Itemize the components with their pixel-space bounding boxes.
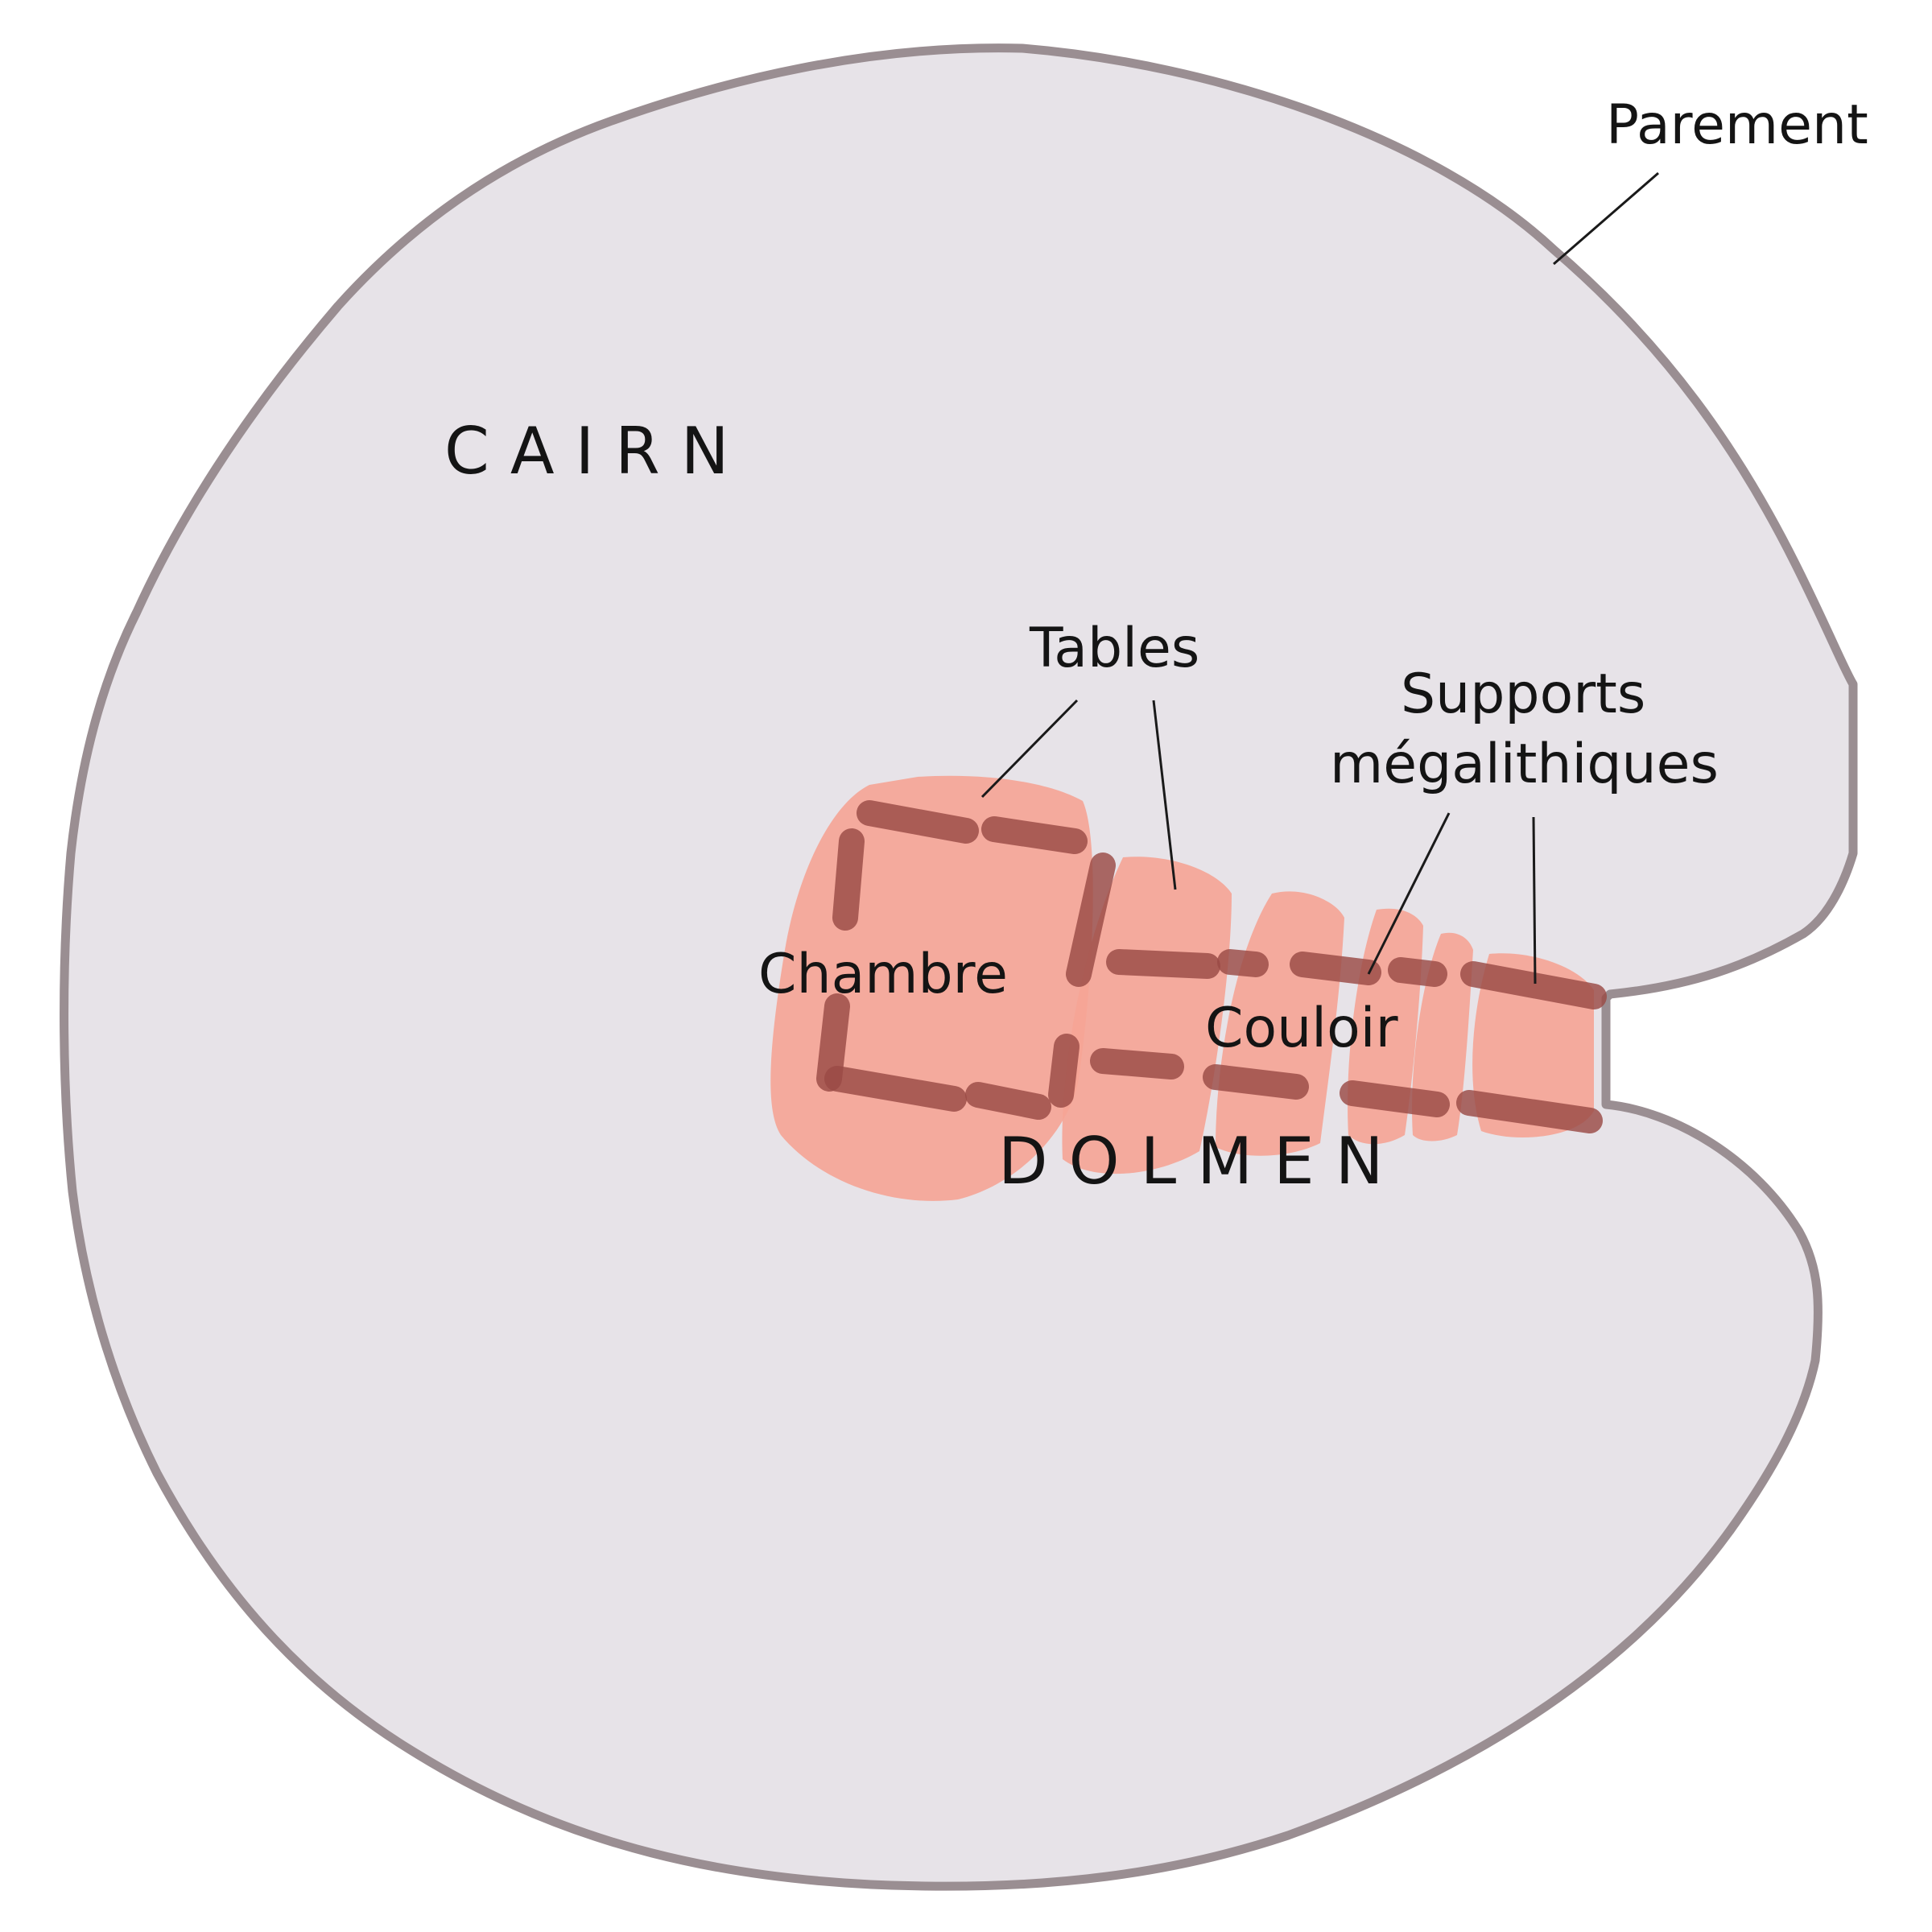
support-stone (1203, 1064, 1309, 1100)
support-stone (1460, 961, 1607, 1009)
support-stone (1340, 1080, 1450, 1117)
support-stone (832, 828, 865, 931)
supports-label-line2: mégalithiques (1330, 733, 1719, 796)
support-stone (1388, 957, 1447, 987)
support-stone (1048, 1034, 1080, 1108)
support-stone (1090, 1048, 1184, 1080)
support-stone (1106, 949, 1220, 979)
corridor-slab-1 (1062, 857, 1232, 1174)
leader-supports-2 (1532, 816, 1537, 985)
leader-tables-1 (980, 699, 1079, 799)
tables-label: Tables (1029, 617, 1199, 680)
cairn-label: CAIRN (444, 414, 750, 489)
parement-label: Parement (1606, 93, 1868, 157)
chambre-label: Chambre (758, 943, 1008, 1006)
support-stone (857, 800, 979, 844)
supports-label-line1: Supports (1401, 663, 1645, 726)
support-stone (1290, 952, 1381, 985)
leader-parement (1553, 171, 1659, 266)
support-stone (1066, 852, 1116, 987)
support-stone (816, 993, 850, 1092)
support-stone (824, 1066, 967, 1112)
support-stone (1217, 949, 1269, 977)
support-stone (965, 1082, 1051, 1120)
megalithic-supports (816, 800, 1607, 1133)
dolmen-label: DOLMEN (998, 1124, 1405, 1199)
leader-supports-1 (1367, 812, 1451, 975)
couloir-label: Couloir (1205, 997, 1398, 1060)
leader-tables-2 (1152, 700, 1177, 890)
support-stone (981, 816, 1088, 854)
support-stone (1456, 1090, 1603, 1133)
